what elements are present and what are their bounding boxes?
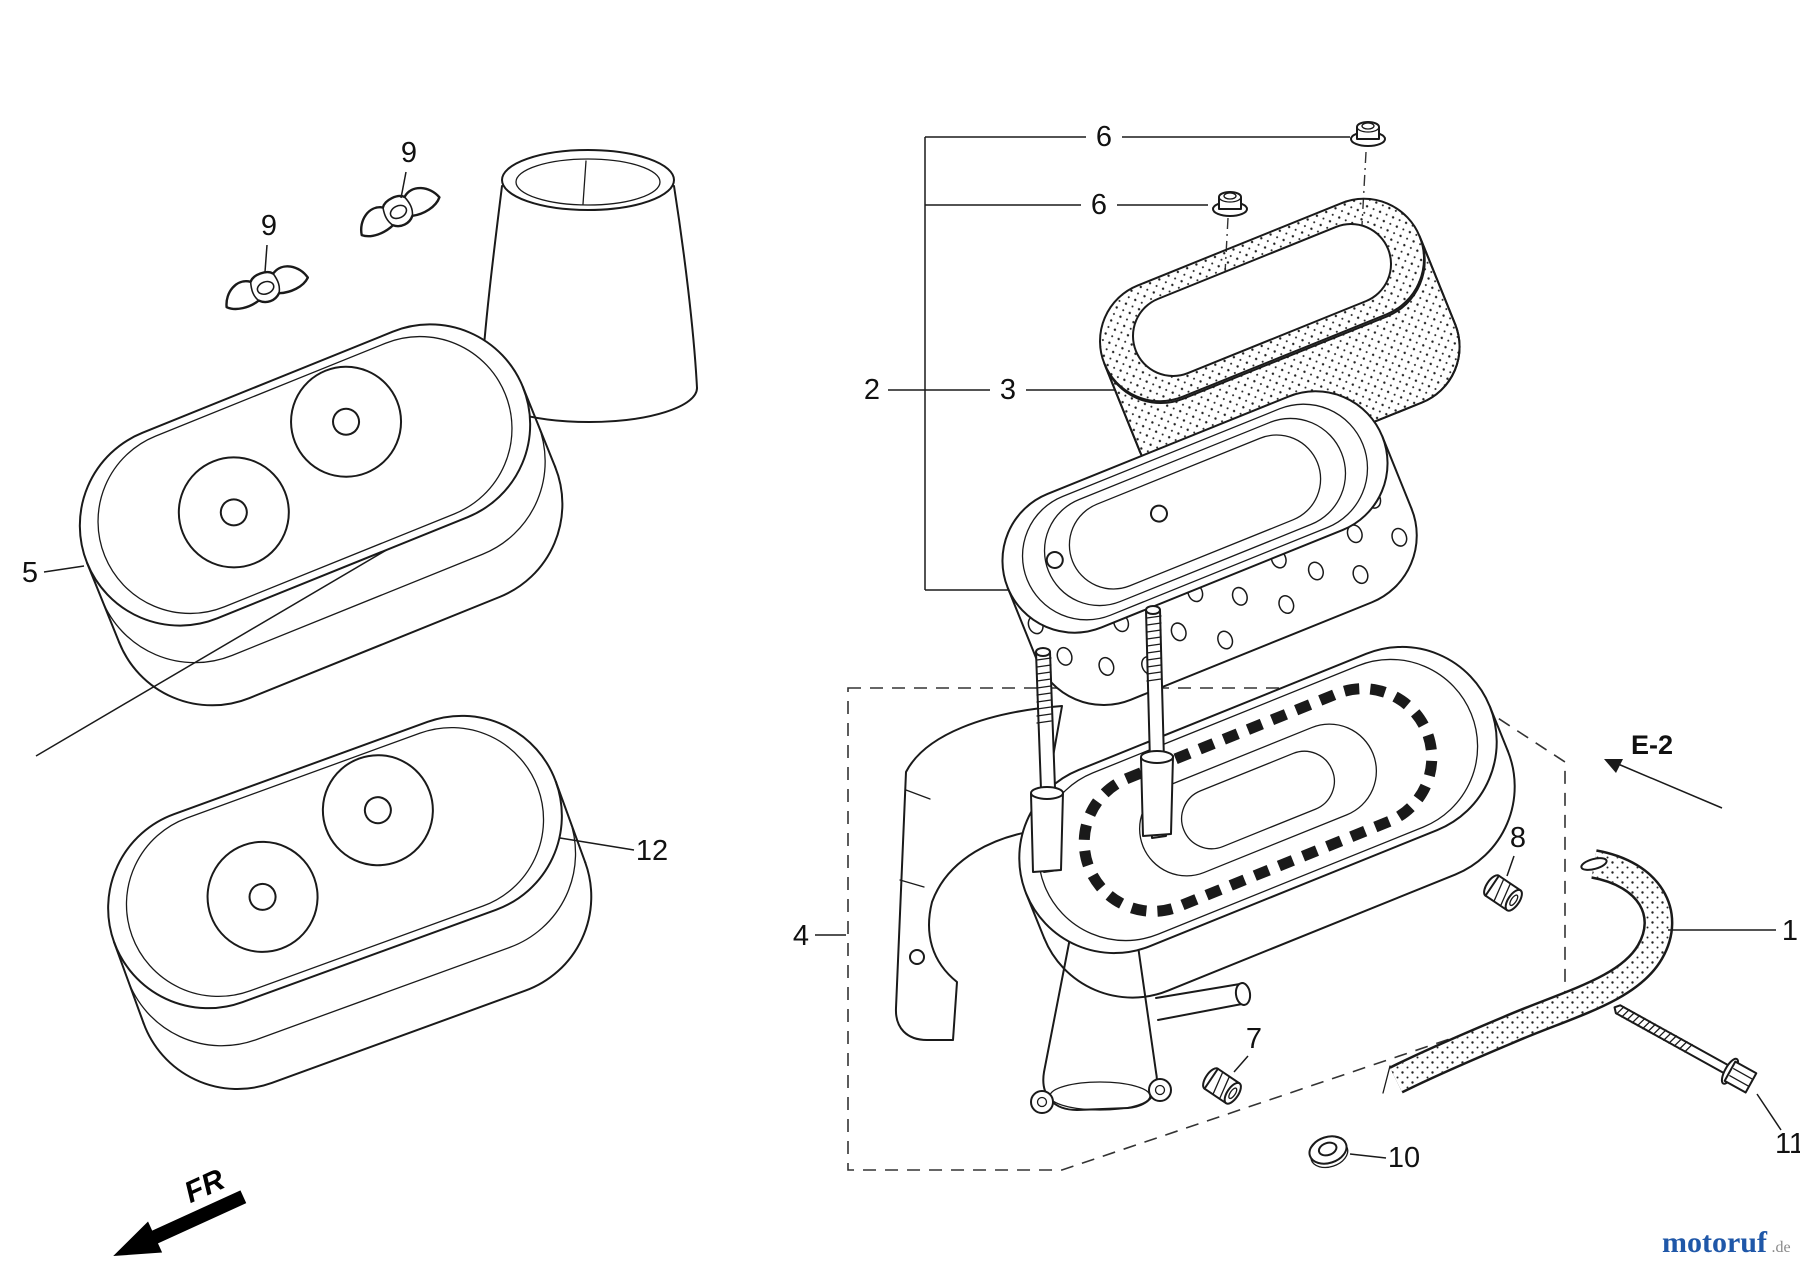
collar-7	[1198, 1064, 1246, 1108]
bolt-11	[1613, 1004, 1758, 1094]
callout-labels: 9 9 5 12 2 3 6 6 4 8 1 7 10 11 E-2	[22, 121, 1800, 1174]
callout-5: 5	[22, 557, 38, 589]
callout-3: 3	[1000, 374, 1016, 406]
callout-1: 1	[1782, 915, 1798, 947]
collar-8	[1479, 871, 1527, 915]
paper-filter-element	[1001, 390, 1418, 707]
flange-nut-10	[1304, 1130, 1353, 1174]
fr-arrow-icon	[113, 1190, 247, 1257]
air-cleaner-cover-5	[48, 293, 594, 737]
air-cleaner-cover-12	[78, 686, 621, 1119]
callout-bracket-lines	[888, 136, 1350, 591]
base-outlet-duct	[1030, 937, 1252, 1114]
callout-12: 12	[636, 835, 668, 867]
watermark: motoruf .de	[1662, 1226, 1791, 1259]
foam-filter-element	[1099, 197, 1461, 491]
callout-11: 11	[1775, 1128, 1800, 1160]
cap-nut-b	[1212, 191, 1248, 217]
construction-line	[35, 514, 447, 757]
watermark-tld: .de	[1771, 1239, 1790, 1256]
callout-7: 7	[1246, 1023, 1262, 1055]
cap-nut-a	[1350, 121, 1386, 147]
base-stud-right	[1140, 605, 1174, 839]
callout-6b: 6	[1091, 189, 1107, 221]
base-stud-left	[1030, 647, 1064, 873]
callout-4: 4	[793, 920, 809, 952]
watermark-name: motoruf	[1662, 1226, 1768, 1259]
callout-9a: 9	[401, 137, 417, 169]
reference-e2-label: E-2	[1631, 730, 1673, 760]
wing-nut-a	[351, 178, 445, 245]
e2-reference-arrow	[1604, 759, 1723, 809]
base-mounting-bracket	[894, 705, 1063, 1041]
callout-9b: 9	[261, 210, 277, 242]
callout-8: 8	[1510, 822, 1526, 854]
leader-lines	[43, 171, 1782, 1159]
callout-10: 10	[1388, 1142, 1420, 1174]
callout-2: 2	[864, 374, 880, 406]
callout-6a: 6	[1096, 121, 1112, 153]
front-direction-arrow: FR	[113, 1163, 247, 1257]
breather-tube	[1382, 849, 1674, 1094]
